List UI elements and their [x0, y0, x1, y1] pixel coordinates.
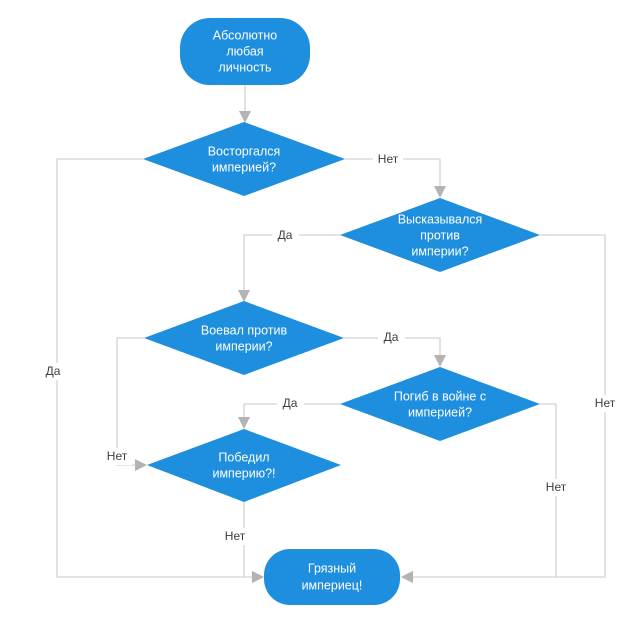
arrow-head-icon	[135, 459, 147, 471]
node-d2-label-line1: Высказывался	[398, 212, 483, 226]
edge-label-d4-yes-text: Да	[283, 396, 298, 410]
arrow-head-icon	[252, 571, 264, 583]
edge-label-d2-yes: Да	[272, 227, 299, 244]
node-end-shape[interactable]	[264, 549, 400, 605]
node-end-label-line2: империец!	[302, 578, 363, 592]
edge-label-d4-yes: Да	[277, 395, 304, 412]
edge-d4-yes-to-d5	[238, 403, 340, 429]
node-layer: Абсолютно любая личность Восторгался имп…	[143, 18, 540, 605]
edge-label-d1-yes: Да	[40, 363, 67, 380]
node-decision-spoke-against-empire[interactable]: Высказывался против империи?	[340, 198, 540, 272]
arrow-head-icon	[238, 290, 250, 302]
edge-label-d4-no: Нет	[541, 479, 571, 496]
node-d3-label-line2: империи?	[215, 339, 272, 353]
node-start-shape[interactable]	[180, 18, 310, 85]
node-d5-label-line2: империю?!	[212, 466, 275, 480]
edge-label-d5-no-text: Нет	[225, 529, 246, 543]
edge-label-d3-no: Нет	[102, 448, 132, 465]
edge-label-d2-no: Нет	[590, 395, 620, 412]
node-d2-label-line3: империи?	[411, 244, 468, 258]
node-start-label-line3: личность	[218, 60, 271, 74]
edge-label-d5-no: Нет	[220, 528, 250, 545]
arrow-head-icon	[238, 417, 250, 429]
node-decision-died-in-war[interactable]: Погиб в войне с империей?	[340, 367, 540, 441]
node-end-label-line1: Грязный	[308, 561, 356, 575]
node-d4-label-line2: империей?	[408, 405, 472, 419]
node-d4-shape[interactable]	[340, 367, 540, 441]
edge-label-d2-yes-text: Да	[278, 228, 293, 242]
arrow-head-icon	[434, 355, 446, 367]
node-decision-defeated-empire[interactable]: Победил империю?!	[147, 429, 341, 502]
edge-label-d1-no: Нет	[373, 151, 403, 168]
node-d2-label-line2: против	[420, 228, 460, 242]
edge-start-to-d1	[239, 85, 251, 123]
node-d3-label-line1: Воевал против	[201, 323, 288, 337]
edge-d3-yes-to-d4	[344, 337, 446, 367]
edge-d1-yes-to-end	[56, 158, 264, 583]
arrow-head-icon	[401, 571, 413, 583]
node-decision-admired-empire[interactable]: Восторгался империей?	[143, 122, 345, 196]
node-decision-fought-against-empire[interactable]: Воевал против империи?	[144, 301, 344, 375]
edge-label-d1-yes-text: Да	[46, 364, 61, 378]
edge-label-d3-yes: Да	[378, 329, 405, 346]
node-d1-shape[interactable]	[143, 122, 345, 196]
edge-label-d3-no-text: Нет	[107, 449, 128, 463]
node-d2-shape[interactable]	[340, 198, 540, 272]
edge-d2-yes-to-d3	[238, 234, 340, 302]
edge-label-layer: Нет Да Да Нет Да Нет	[40, 151, 620, 545]
node-d3-shape[interactable]	[144, 301, 344, 375]
node-d4-label-line1: Погиб в войне с	[394, 389, 486, 403]
edge-label-d2-no-text: Нет	[595, 396, 616, 410]
arrow-head-icon	[239, 111, 251, 123]
node-start-label-line2: любая	[226, 44, 263, 58]
node-start-label-line1: Абсолютно	[213, 28, 277, 42]
edge-d5-no-to-end	[243, 502, 264, 583]
node-d1-label-line1: Восторгался	[208, 144, 281, 158]
node-d1-label-line2: империей?	[212, 160, 276, 174]
node-d5-label-line1: Победил	[218, 450, 269, 464]
edge-label-d4-no-text: Нет	[546, 480, 567, 494]
node-d5-shape[interactable]	[147, 429, 341, 502]
arrow-head-icon	[434, 186, 446, 198]
node-end-dirty-imperial[interactable]: Грязный империец!	[264, 549, 400, 605]
edge-label-d1-no-text: Нет	[378, 152, 399, 166]
node-start[interactable]: Абсолютно любая личность	[180, 18, 310, 85]
edge-label-d3-yes-text: Да	[384, 330, 399, 344]
